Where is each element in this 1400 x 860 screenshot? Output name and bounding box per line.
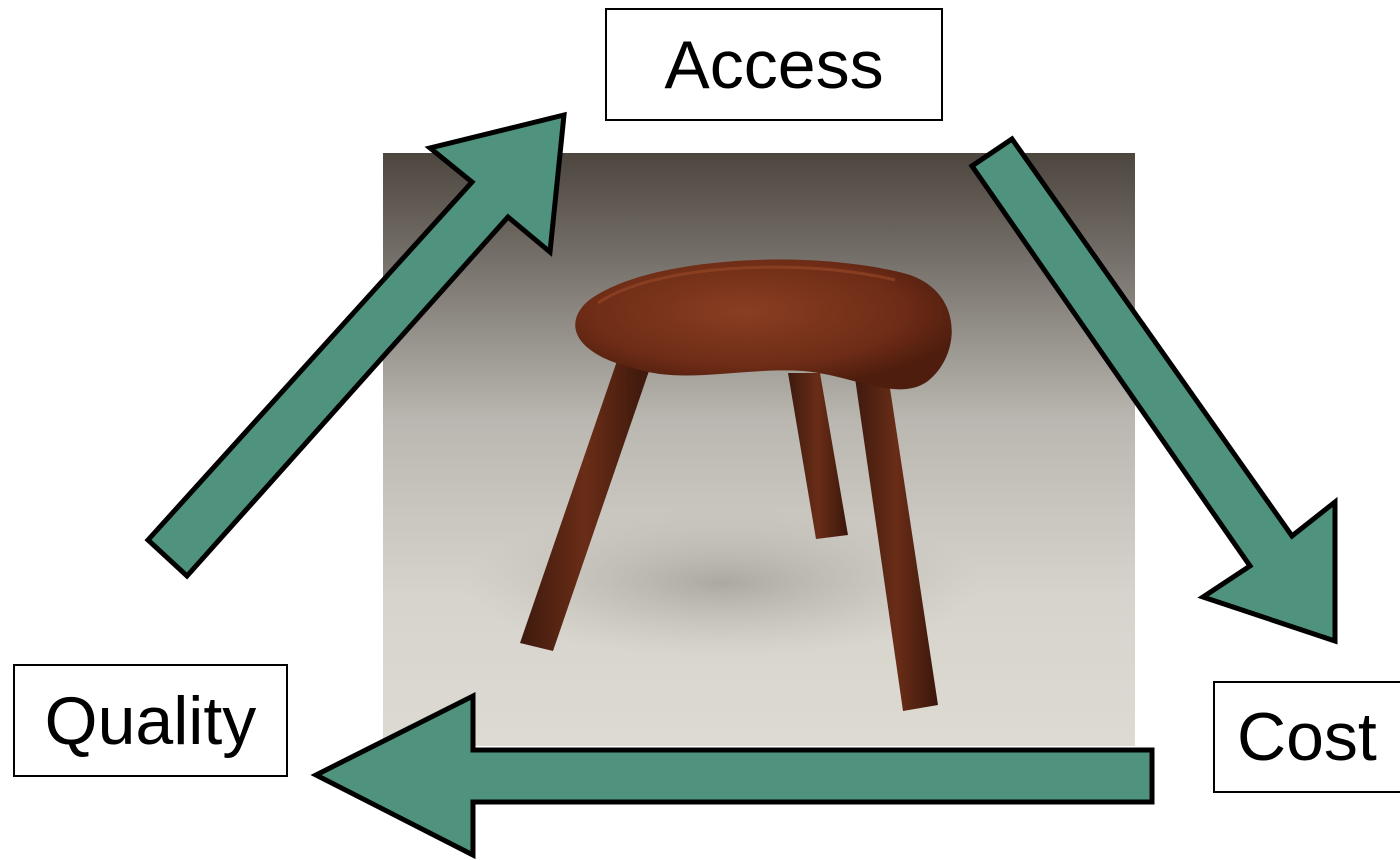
access-label: Access [664, 31, 883, 99]
access-label-box: Access [605, 8, 943, 121]
quality-label: Quality [45, 687, 257, 755]
arrow-quality-to-access [148, 115, 564, 576]
quality-label-box: Quality [13, 664, 288, 777]
cost-label: Cost [1237, 703, 1377, 771]
cost-label-box: Cost [1213, 681, 1400, 793]
arrow-cost-to-quality [316, 696, 1152, 855]
arrow-access-to-cost [972, 139, 1335, 641]
